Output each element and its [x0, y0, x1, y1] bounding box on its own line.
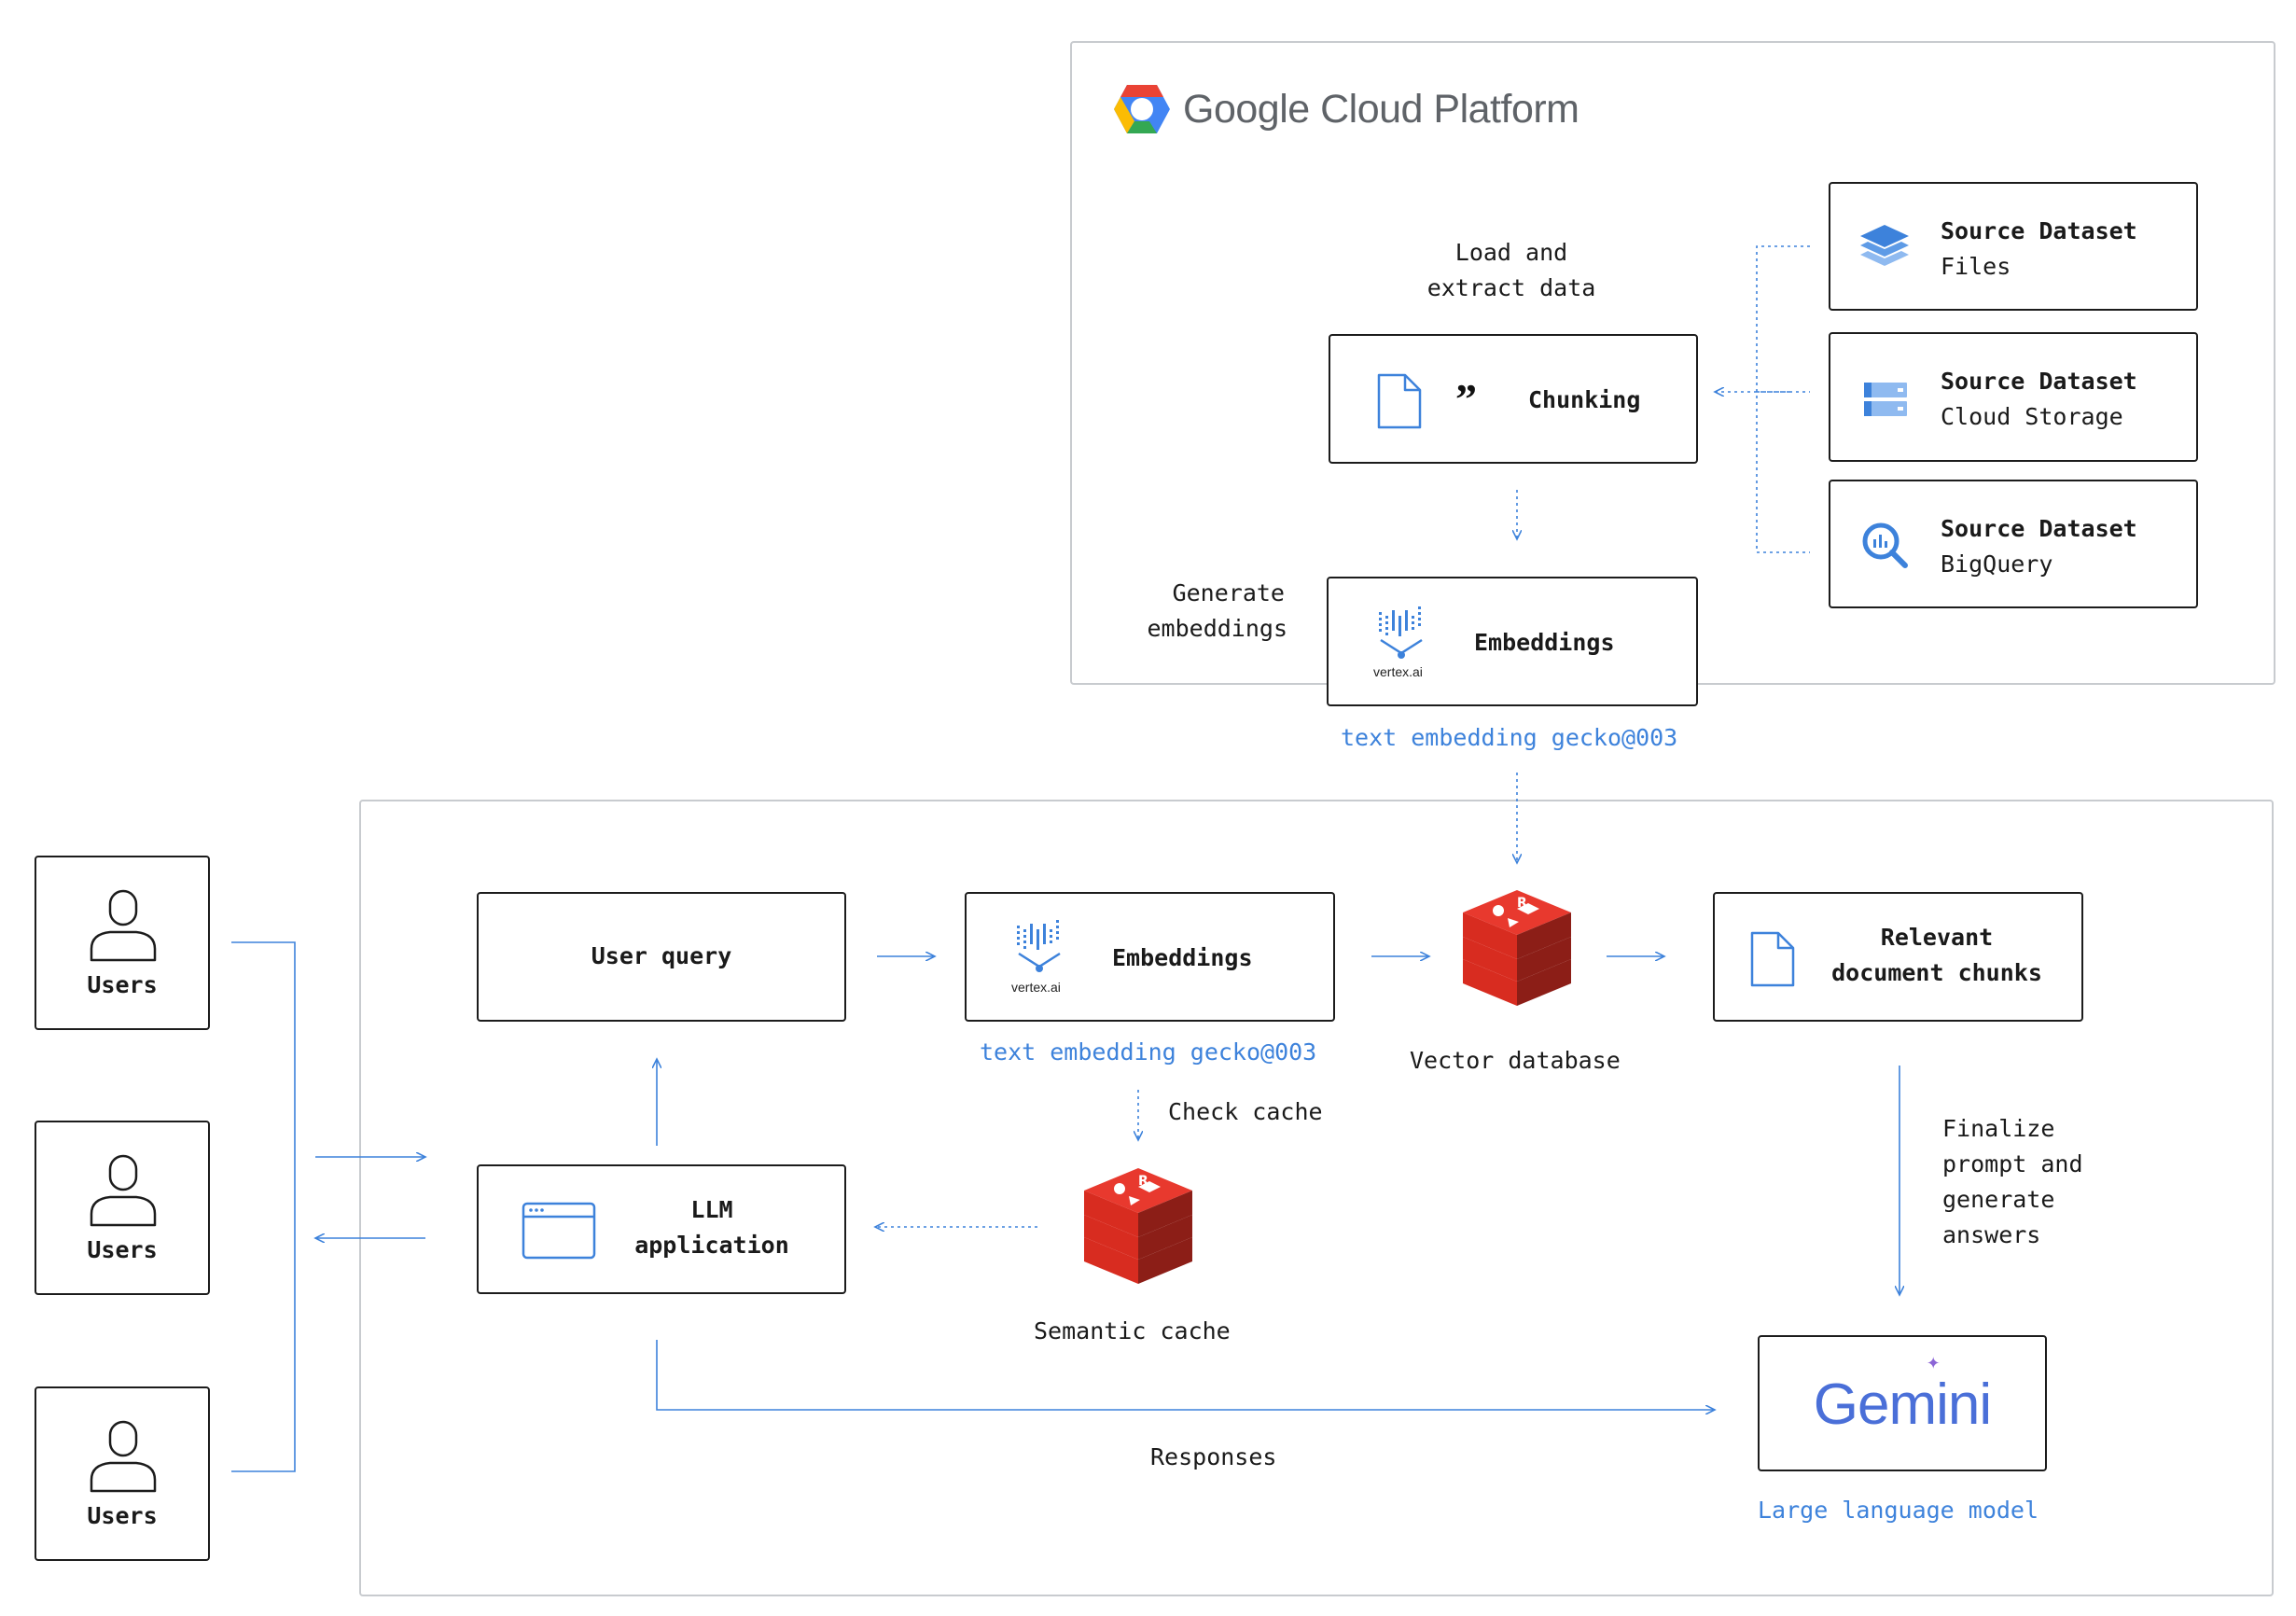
gcp-hexagon-icon [1114, 85, 1170, 133]
gemini-caption: Large language model [1758, 1497, 2039, 1524]
relevant-chunks-label: Relevant document chunks [1831, 924, 2042, 986]
source-files-box: Source Dataset Files [1829, 182, 2198, 311]
responses-label: Responses [1150, 1443, 1277, 1470]
user-icon [90, 1420, 157, 1493]
source-bigquery-box: Source Dataset BigQuery [1829, 480, 2198, 608]
vertex-ai-logo-text: vertex.ai [1373, 664, 1423, 679]
llm-app-label: LLM application [634, 1196, 789, 1259]
check-cache-label: Check cache [1168, 1098, 1323, 1125]
quote-icon: ” [1455, 375, 1477, 423]
finalize-label: Finalize prompt and generate answers [1942, 1115, 2083, 1248]
source-storage-title: Source Dataset [1941, 368, 2137, 395]
browser-window-icon [522, 1202, 596, 1260]
embeddings-box-top: vertex.ai Embeddings [1327, 577, 1698, 706]
redis-icon: R [1084, 1168, 1192, 1284]
users-box-3: Users [35, 1386, 210, 1561]
user-icon [90, 889, 157, 962]
embeddings-top-model: text embedding gecko@003 [1341, 724, 1678, 751]
users-label-1: Users [87, 971, 158, 998]
chunking-box: ” Chunking [1329, 334, 1698, 464]
source-files-title: Source Dataset [1941, 217, 2137, 244]
gemini-logo: Gemini [1813, 1372, 1992, 1437]
relevant-chunks-box: Relevant document chunks [1713, 892, 2083, 1022]
source-files-subtitle: Files [1941, 253, 2011, 280]
vertex-ai-icon [1017, 920, 1061, 972]
source-bigquery-title: Source Dataset [1941, 515, 2137, 542]
llm-app-box: LLM application [477, 1164, 846, 1294]
vector-db-label: Vector database [1410, 1047, 1621, 1074]
source-bigquery-subtitle: BigQuery [1941, 550, 2053, 578]
users-box-2: Users [35, 1121, 210, 1295]
chunking-label: Chunking [1528, 386, 1641, 413]
user-query-box: User query [477, 892, 846, 1022]
vertex-ai-icon [1379, 606, 1423, 659]
generate-embeddings-label: Generate embeddings [1147, 579, 1287, 642]
document-icon [1377, 373, 1422, 429]
embeddings-top-label: Embeddings [1474, 629, 1615, 656]
bigquery-icon [1862, 522, 1908, 568]
user-icon [90, 1154, 157, 1227]
svg-text:R: R [1517, 896, 1527, 911]
source-storage-subtitle: Cloud Storage [1941, 403, 2123, 430]
embeddings-bottom-label: Embeddings [1112, 944, 1253, 971]
svg-text:R: R [1138, 1174, 1148, 1189]
gemini-box: Gemini ✦ [1758, 1335, 2047, 1471]
embeddings-box-bottom: vertex.ai Embeddings [965, 892, 1335, 1022]
user-query-label: User query [591, 942, 732, 969]
storage-icon [1864, 383, 1907, 416]
users-label-3: Users [87, 1502, 158, 1529]
embeddings-bottom-model: text embedding gecko@003 [980, 1038, 1317, 1066]
redis-icon: R [1463, 890, 1571, 1006]
users-box-1: Users [35, 856, 210, 1030]
vertex-ai-logo-text: vertex.ai [1011, 980, 1061, 995]
semantic-cache-label: Semantic cache [1034, 1317, 1231, 1344]
layers-icon [1860, 225, 1909, 266]
gemini-spark-icon: ✦ [1927, 1348, 1941, 1374]
load-extract-label: Load and extract data [1426, 239, 1596, 301]
source-storage-box: Source Dataset Cloud Storage [1829, 332, 2198, 462]
users-label-2: Users [87, 1236, 158, 1263]
gcp-logo-text: Google Cloud Platform [1183, 87, 1579, 132]
document-icon [1750, 931, 1795, 987]
